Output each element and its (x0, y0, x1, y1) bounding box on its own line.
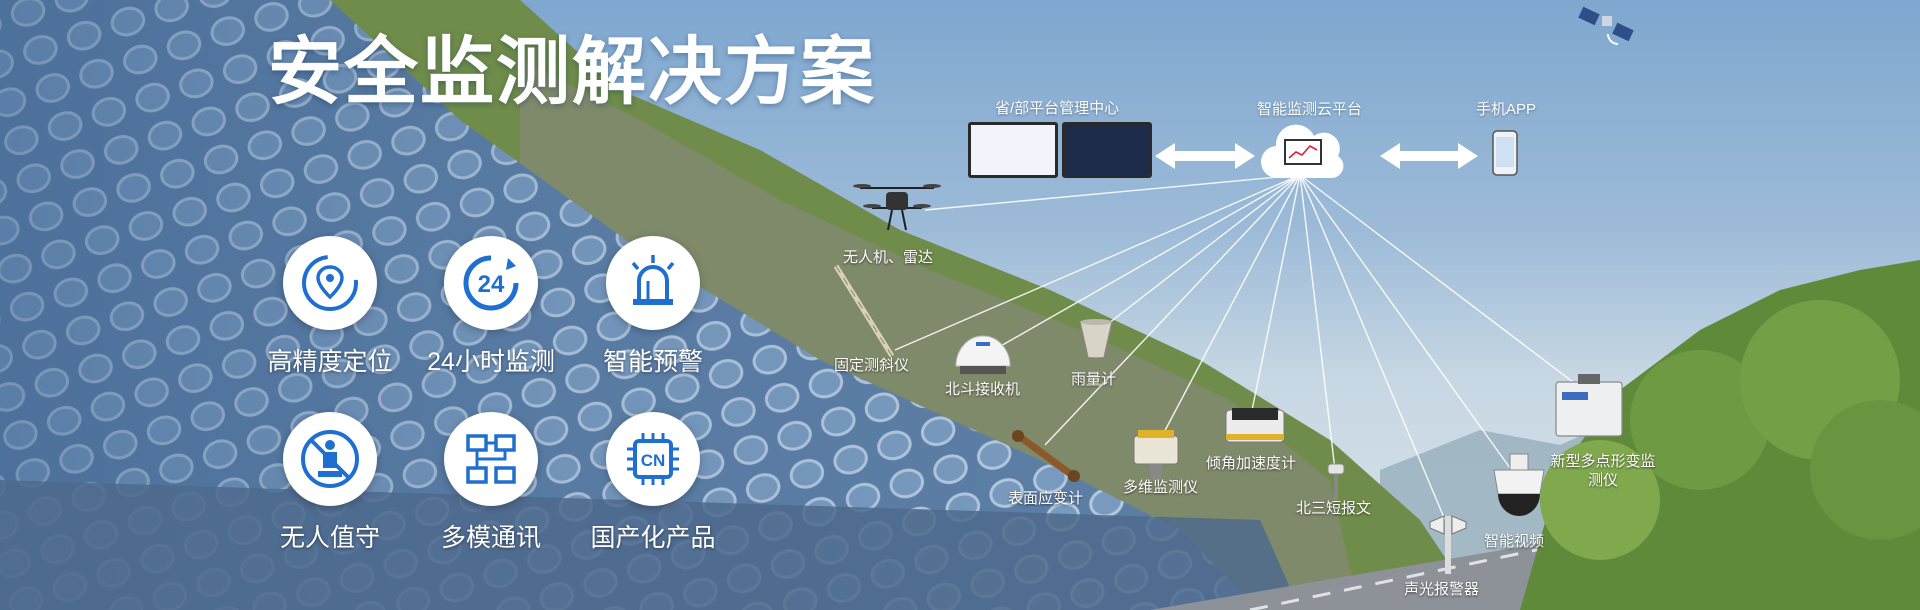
device-label-tilt-accel: 倾角加速度计 (1206, 455, 1297, 472)
svg-text:24: 24 (478, 271, 505, 298)
page-title: 安全监测解决方案 (268, 30, 876, 113)
monitor-icon (968, 122, 1058, 178)
link-line-rain-gauge (1099, 174, 1301, 331)
double-arrow-right (1380, 143, 1478, 169)
inclinometer-icon (833, 264, 895, 358)
feature-label: 智能预警 (602, 348, 703, 376)
drone-icon (853, 184, 941, 231)
phone-app-label: 手机APP (1476, 101, 1537, 118)
device-label-deformation: 新型多点形变监测仪 (1550, 453, 1656, 489)
feature-24h-monitoring: 24 24小时监测 (416, 236, 566, 378)
alarm-siren-icon (606, 236, 700, 330)
beidou-sms-antenna-icon (1327, 463, 1345, 500)
phone-icon (1492, 130, 1518, 176)
device-label-beidou-sms: 北三短报文 (1296, 500, 1372, 517)
device-label-multi-monitor: 多维监测仪 (1123, 479, 1199, 496)
network-nodes-icon (444, 412, 538, 506)
device-label-beidou-receiver: 北斗接收机 (945, 381, 1021, 398)
location-pin-icon (283, 236, 377, 330)
device-label-inclinometer: 固定测斜仪 (834, 357, 910, 374)
feature-multimode-comm: 多模通讯 (416, 412, 566, 554)
feature-domestic-product: CN 国产化产品 (578, 412, 728, 554)
satellite-icon (1578, 6, 1634, 45)
strain-gauge-icon (1012, 430, 1080, 482)
cloud-platform-icon (1260, 124, 1344, 179)
link-line-deformation (1299, 174, 1591, 396)
management-center-label: 省/部平台管理中心 (995, 100, 1120, 117)
feature-label: 无人值守 (279, 524, 380, 552)
clock-24-icon: 24 (444, 236, 538, 330)
device-label-strain-gauge: 表面应变计 (1008, 490, 1084, 507)
monitor-icon (1062, 122, 1152, 178)
ptz-camera-icon (1493, 453, 1545, 516)
device-label-video: 智能视频 (1484, 533, 1545, 550)
svg-text:CN: CN (641, 451, 666, 470)
link-line-beidou-receiver (984, 174, 1301, 356)
link-line-beidou-sms (1299, 174, 1336, 471)
cn-chip-icon: CN (606, 412, 700, 506)
link-line-video (1299, 174, 1516, 476)
multi-dimension-monitor-icon (1133, 430, 1179, 480)
management-center-monitors-icon (968, 122, 1152, 178)
rain-gauge-icon (1079, 319, 1113, 359)
feature-label: 24小时监测 (427, 348, 555, 376)
double-arrow-left (1155, 143, 1255, 169)
feature-label: 高精度定位 (267, 348, 393, 376)
tilt-accelerometer-icon (1225, 408, 1285, 443)
device-label-rain-gauge: 雨量计 (1071, 371, 1117, 388)
link-line-inclinometer (894, 174, 1301, 351)
feature-high-precision: 高精度定位 (255, 236, 405, 378)
link-line-alarm (1299, 174, 1446, 521)
link-line-strain-gauge (1044, 174, 1301, 446)
sound-light-alarm-icon (1429, 515, 1467, 574)
feature-unattended: 无人值守 (255, 412, 405, 554)
link-line-multi-monitor (1159, 174, 1301, 441)
cloud-platform-label: 智能监测云平台 (1257, 101, 1363, 118)
device-label-drone: 无人机、雷达 (843, 249, 934, 266)
link-line-tilt-accel (1249, 174, 1301, 421)
gnss-receiver-icon (955, 335, 1011, 374)
device-label-alarm: 声光报警器 (1404, 581, 1480, 598)
feature-smart-warning: 智能预警 (578, 236, 728, 378)
feature-label: 国产化产品 (590, 524, 716, 552)
link-line-drone (924, 174, 1301, 211)
unattended-person-icon (283, 412, 377, 506)
feature-label: 多模通讯 (440, 524, 541, 552)
deformation-monitor-icon (1555, 374, 1623, 437)
